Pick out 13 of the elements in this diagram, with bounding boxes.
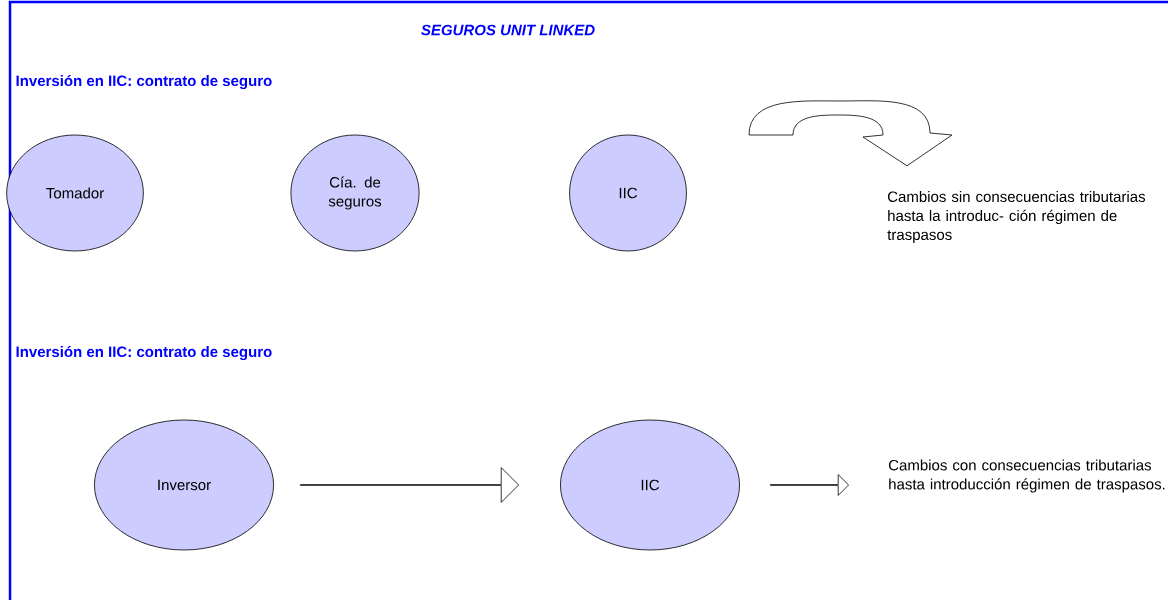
ellipse-node: Inversor	[94, 419, 274, 551]
ellipse-node: IIC	[560, 419, 740, 551]
title: SEGUROS UNIT LINKED	[421, 24, 595, 36]
block-arrow	[300, 467, 519, 503]
ellipse-node: Cía. de seguros	[290, 134, 420, 252]
curved-arrow	[748, 100, 953, 167]
section-heading: Inversión en IIC: contrato de seguro	[16, 345, 272, 361]
ellipse-node: Tomador	[6, 134, 144, 252]
note-text: Cambios con consecuencias tributarias hasta introducción régimen de traspasos.	[888, 459, 1165, 493]
block-arrow	[770, 474, 849, 496]
section-heading: Inversión en IIC: contrato de seguro	[16, 74, 272, 90]
note-text: Cambios sin consecuencias tributarias hasta la introduc- ción régimen de traspasos	[887, 191, 1146, 243]
ellipse-node: IIC	[569, 134, 687, 252]
